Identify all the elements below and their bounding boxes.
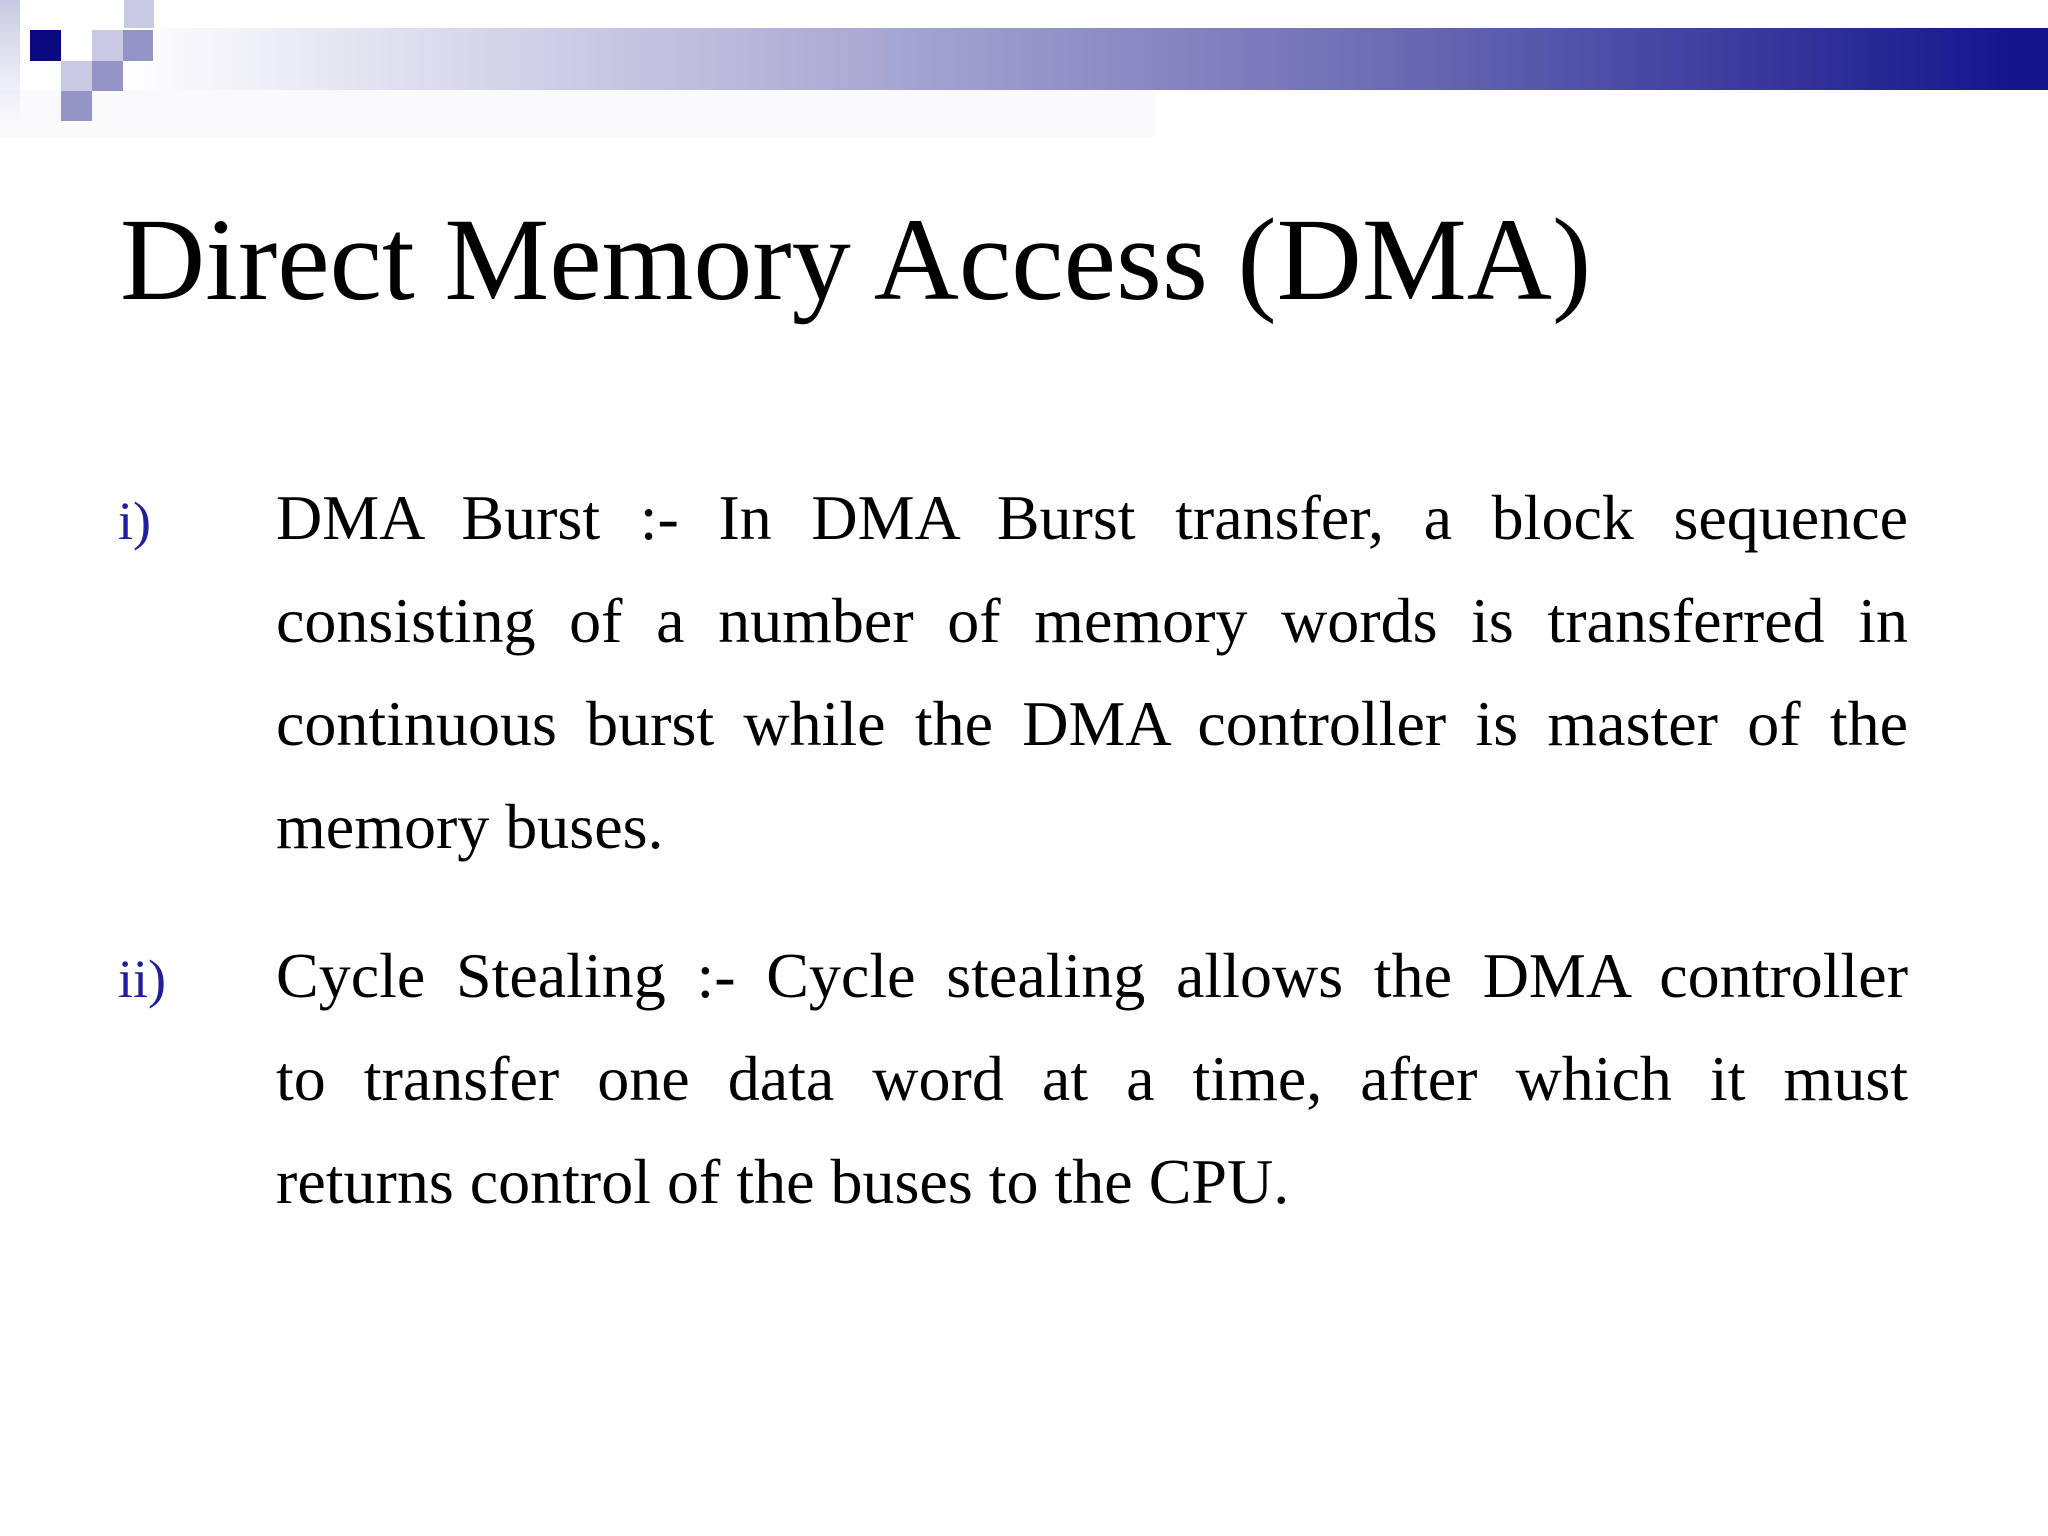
list-marker: i) [118,491,151,551]
list-item-text: DMA Burst :- In DMA Burst transfer, a bl… [276,466,1908,878]
decor-square-dark [30,30,61,61]
decor-square-light [61,61,92,91]
list-item-text: Cycle Stealing :- Cycle stealing allows … [276,924,1908,1233]
header-sub-strip [0,90,1155,137]
header-gradient-band [0,28,2048,90]
body-text-line: to transfer one data word at a time, aft… [276,1043,1908,1114]
decor-square-medium [123,30,153,61]
list-item: ii) Cycle Stealing :- Cycle stealing all… [118,924,1908,1233]
slide-body: i) DMA Burst :- In DMA Burst transfer, a… [118,466,1908,1279]
list-item: i) DMA Burst :- In DMA Burst transfer, a… [118,466,1908,878]
decor-square-light [124,0,154,28]
body-text-line: consisting of a number of memory words i… [276,585,1908,656]
decor-square-medium [61,91,92,121]
body-text-line: Cycle Stealing :- Cycle stealing allows … [276,940,1908,1011]
body-text-line: continuous burst while the DMA controlle… [276,688,1908,759]
decor-square-medium [92,61,123,91]
body-text-line: DMA Burst :- In DMA Burst transfer, a bl… [276,482,1908,553]
body-text-line: returns control of the buses to the CPU. [276,1146,1290,1217]
list-marker: ii) [118,949,166,1009]
slide-title: Direct Memory Access (DMA) [120,194,1592,325]
left-gradient-strip [0,0,20,122]
decor-square-light [92,30,123,61]
body-text-line: memory buses. [276,791,664,862]
